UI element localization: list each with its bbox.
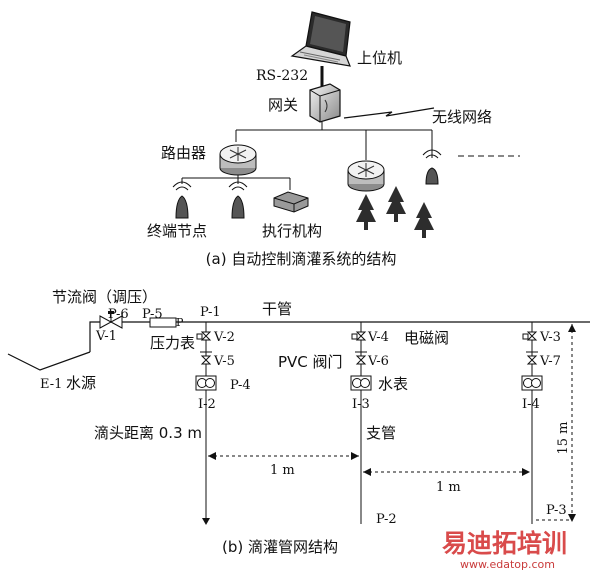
pressure-gauge-label: 压力表 (150, 334, 195, 352)
i3-label: I-3 (352, 397, 370, 412)
pvc-valve-icon (526, 351, 538, 365)
p1-label: P-1 (200, 305, 221, 320)
dripper-spacing-label: 滴头距离 0.3 m (94, 424, 202, 442)
v7-label: V-7 (539, 354, 561, 369)
computer-label: 上位机 (357, 49, 402, 67)
pvc-valve-label: PVC 阀门 (278, 353, 343, 371)
i4-label: I-4 (522, 397, 540, 412)
branch-pipe-label: 支管 (366, 424, 396, 442)
gateway-label: 网关 (268, 96, 298, 114)
solenoid-valve-icon (351, 331, 367, 341)
sensor-node-icon (422, 149, 442, 185)
distance-2-label: 1 m (436, 480, 461, 495)
v3-label: V-3 (539, 330, 561, 345)
main-pipe (89, 321, 590, 352)
p3-label: P-3 (546, 503, 567, 518)
e1-label: E-1 (40, 377, 62, 392)
router-icon (219, 144, 257, 176)
v1-label: V-1 (95, 329, 117, 344)
watermark-url: www.edatop.com (460, 558, 555, 571)
actuator-icon (273, 191, 309, 213)
main-pipe-label: 干管 (262, 300, 292, 318)
wireless-link-icon (343, 107, 435, 119)
water-source-basin (7, 351, 91, 371)
pvc-valve-icon (200, 351, 212, 365)
network-structure: 上位机 RS-232 网关 无线网络 路由器 (147, 11, 520, 268)
router-icon (347, 160, 385, 192)
terminal-label: 终端节点 (147, 222, 207, 240)
wireless-label: 无线网络 (432, 108, 492, 126)
solenoid-valve-icon (522, 331, 538, 341)
water-meter-icon (350, 375, 372, 391)
v5-label: V-5 (213, 354, 235, 369)
rs232-label: RS-232 (256, 68, 308, 84)
caption-b: (b) 滴灌管网结构 (222, 538, 338, 556)
tree-icon (356, 194, 376, 230)
tree-icon (386, 186, 406, 222)
height-label: 15 m (556, 421, 571, 454)
laptop-icon (290, 11, 351, 67)
tree-icon (414, 202, 434, 238)
v6-label: V-6 (367, 354, 389, 369)
water-meter-icon (195, 375, 217, 391)
v2-label: V-2 (213, 330, 235, 345)
p-small-label: P (176, 316, 184, 329)
watermark-brand: 易迪拓培训 (442, 529, 567, 558)
watermark: 易迪拓培训 www.edatop.com (442, 529, 567, 571)
actuator-label: 执行机构 (262, 222, 322, 240)
throttle-valve-icon (99, 311, 123, 329)
pvc-valve-icon (355, 351, 367, 365)
v4-label: V-4 (367, 330, 389, 345)
terminal-node-icon (172, 181, 192, 219)
terminal-node-icon (228, 181, 248, 219)
pressure-gauge-box (149, 317, 177, 328)
solenoid-valve-icon (196, 331, 212, 341)
throttle-valve-label: 节流阀（调压） (52, 288, 157, 306)
p6-label: P-6 (108, 307, 129, 322)
water-meter-label: 水表 (378, 375, 408, 393)
water-meter-icon (521, 375, 543, 391)
gateway-icon (309, 83, 341, 123)
water-source-label: 水源 (66, 374, 96, 392)
router-label: 路由器 (161, 144, 206, 162)
distance-1-label: 1 m (270, 463, 295, 478)
solenoid-valve-label: 电磁阀 (404, 329, 449, 347)
p2-label: P-2 (376, 512, 397, 527)
pipe-network-structure: E-1 水源 节流阀（调压） P-6 P-5 V-1 P 压力表 P-1 干管 … (7, 288, 590, 556)
p4-label: P-4 (230, 378, 251, 393)
caption-a: (a) 自动控制滴灌系统的结构 (206, 250, 397, 268)
i2-label: I-2 (198, 397, 216, 412)
